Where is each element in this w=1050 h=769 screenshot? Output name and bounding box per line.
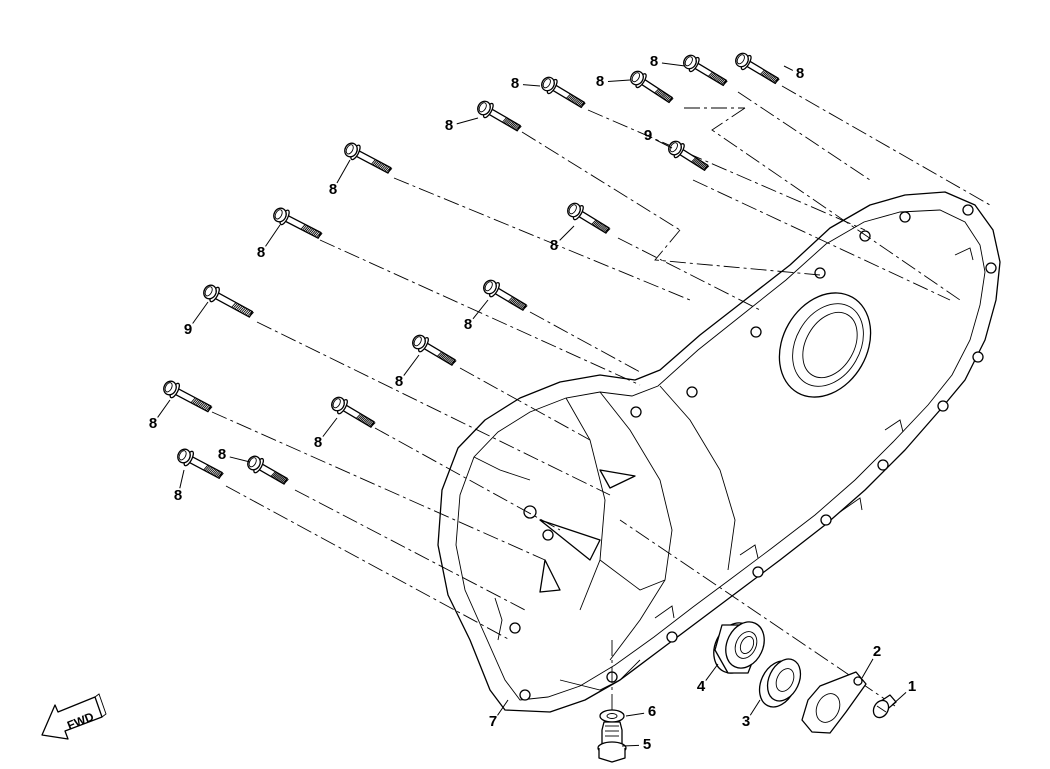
leader-line xyxy=(157,399,171,418)
flange-bolt-icon xyxy=(541,76,586,109)
leader-line xyxy=(229,456,251,463)
callout-number: 5 xyxy=(643,736,651,753)
callout-number: 6 xyxy=(648,703,656,720)
callout: 3 xyxy=(742,699,761,730)
leader-line xyxy=(192,301,209,324)
callout-number: 8 xyxy=(650,53,658,70)
flange-bolt-icon xyxy=(735,52,780,85)
callout: 8 xyxy=(174,469,185,504)
retaining-plate xyxy=(801,671,867,734)
flange-bolt-icon xyxy=(630,70,674,104)
callout: 8 xyxy=(511,75,541,92)
callout: 8 xyxy=(218,446,251,463)
callout-number: 8 xyxy=(445,117,453,134)
flange-bolt-icon xyxy=(163,380,213,413)
leader-line xyxy=(705,663,719,681)
flange-bolt-icon xyxy=(247,455,289,485)
callout-number: 8 xyxy=(511,75,519,92)
leader-line xyxy=(749,699,761,716)
callout-number: 8 xyxy=(596,73,604,90)
callout-number: 8 xyxy=(314,434,322,451)
callout-number: 8 xyxy=(550,237,558,254)
callout: 8 xyxy=(314,417,338,451)
callout-number: 8 xyxy=(149,415,157,432)
callout-number: 8 xyxy=(395,373,403,390)
leader-line xyxy=(621,744,640,747)
callout: 8 xyxy=(149,399,171,432)
callout-group: 8 8 8 8 8 9 8 8 8 9 8 8 8 8 8 8 1 2 3 4 5 6 7 xyxy=(149,53,916,753)
callout: 8 xyxy=(596,73,631,90)
callout-number: 8 xyxy=(174,487,182,504)
flange-bolt-icon xyxy=(668,140,710,171)
callout-number: 8 xyxy=(464,316,472,333)
sealing-washer xyxy=(599,709,625,723)
leader-line xyxy=(661,62,686,67)
leader-line xyxy=(265,224,281,247)
leader-line xyxy=(179,469,185,489)
callout-number: 8 xyxy=(218,446,226,463)
bolt-group xyxy=(163,52,780,485)
callout-number: 3 xyxy=(742,713,750,730)
callout-number: 9 xyxy=(184,321,192,338)
callout: 9 xyxy=(644,127,673,149)
callout-number: 2 xyxy=(873,643,881,660)
leader-line xyxy=(472,299,489,320)
callout-number: 8 xyxy=(329,181,337,198)
leader-line xyxy=(497,699,509,716)
callout-number: 7 xyxy=(489,713,497,730)
leader-line xyxy=(403,354,420,376)
callout: 4 xyxy=(697,663,719,695)
leader-line xyxy=(654,139,673,149)
forward-arrow-icon: FWD xyxy=(41,693,107,740)
bearing xyxy=(713,621,765,674)
leader-line xyxy=(322,417,338,437)
callout-number: 8 xyxy=(257,244,265,261)
leader-line xyxy=(783,65,794,71)
leader-line xyxy=(891,691,907,706)
callout: 1 xyxy=(891,678,916,706)
callout: 9 xyxy=(184,301,209,338)
clutch-cover xyxy=(437,191,1001,713)
callout: 8 xyxy=(395,354,420,390)
flange-bolt-icon xyxy=(273,207,323,239)
leader-line xyxy=(559,225,575,241)
flange-bolt-icon xyxy=(683,54,728,87)
flange-bolt-icon xyxy=(567,202,611,234)
leader-line xyxy=(861,658,874,679)
callout: 6 xyxy=(625,703,656,720)
callout: 7 xyxy=(489,699,509,730)
flange-bolt-icon xyxy=(344,142,393,174)
leader-line xyxy=(625,712,645,717)
leader-line xyxy=(522,84,541,87)
drain-plug xyxy=(597,721,627,763)
leader-line xyxy=(607,79,631,82)
callout: 8 xyxy=(329,159,351,198)
leader-line xyxy=(336,159,351,184)
callout: 8 xyxy=(464,299,489,333)
flange-bolt-icon xyxy=(177,448,224,479)
callout: 5 xyxy=(621,736,651,753)
callout: 8 xyxy=(650,53,686,70)
flange-bolt-icon xyxy=(477,100,522,132)
callout: 2 xyxy=(861,643,881,679)
callout-number: 1 xyxy=(908,678,916,695)
callout: 8 xyxy=(783,65,804,82)
callout: 8 xyxy=(257,224,281,261)
flange-bolt-icon xyxy=(331,396,376,428)
callout-number: 8 xyxy=(796,65,804,82)
leader-line xyxy=(456,117,479,125)
flange-bolt-icon xyxy=(483,279,528,311)
flange-bolt-icon xyxy=(203,284,254,318)
flange-bolt-icon xyxy=(412,334,457,366)
oil-seal xyxy=(758,658,802,708)
callout-number: 4 xyxy=(697,678,706,695)
callout-number: 9 xyxy=(644,127,652,144)
callout: 8 xyxy=(445,117,479,134)
screw xyxy=(872,694,897,719)
callout: 8 xyxy=(550,225,575,254)
